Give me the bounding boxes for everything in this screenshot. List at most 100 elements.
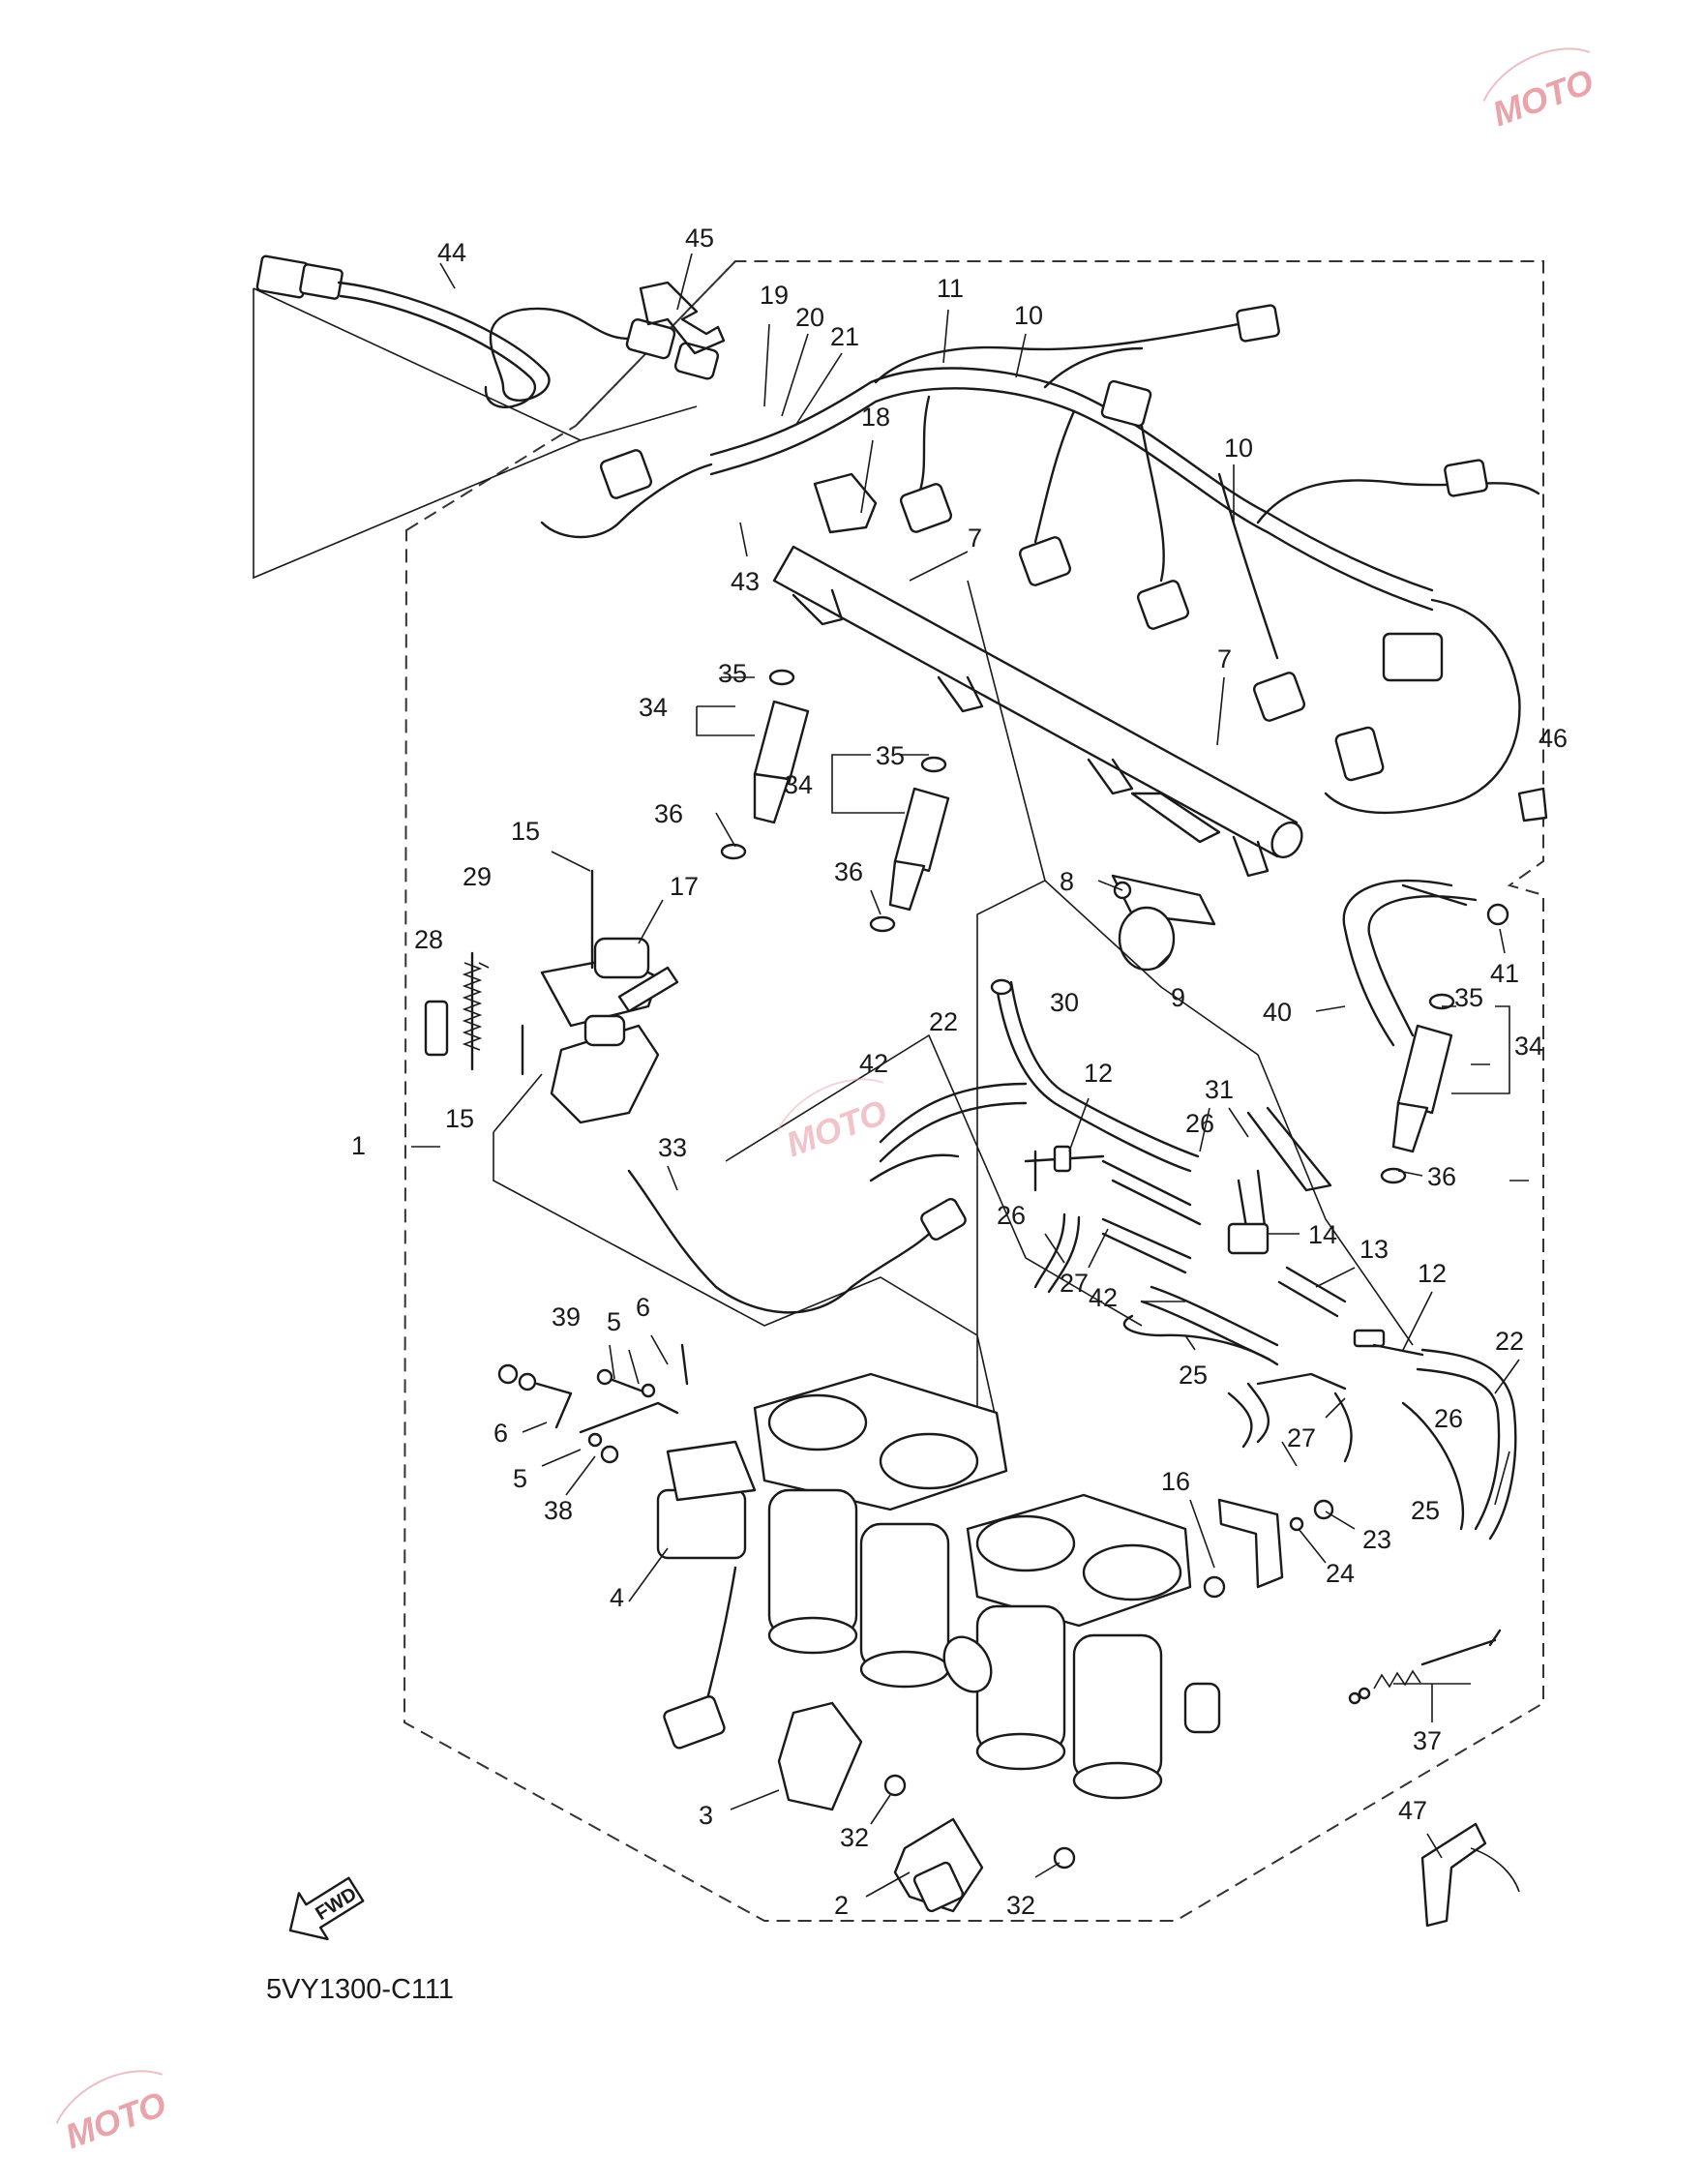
callout-6a: 6 (636, 1293, 650, 1322)
svg-text:MOTO: MOTO (781, 1092, 892, 1164)
callout-12b: 12 (1418, 1259, 1447, 1288)
callout-leaders (411, 253, 1529, 1898)
callout-10a: 10 (1014, 301, 1043, 330)
callout-1: 1 (351, 1131, 366, 1160)
vacuum-hose-set (869, 978, 1517, 1541)
fuel-injector-34a (720, 669, 810, 860)
callout-25b: 25 (1411, 1496, 1440, 1525)
callout-27b: 27 (1287, 1423, 1316, 1452)
callout-32b: 32 (1006, 1891, 1035, 1920)
callout-7b: 7 (1217, 644, 1232, 673)
sensor-2-connector (912, 1861, 965, 1913)
callout-29: 29 (463, 862, 492, 891)
callout-23: 23 (1362, 1525, 1391, 1554)
callout-8: 8 (1060, 867, 1074, 896)
callout-34a: 34 (639, 693, 668, 722)
fwd-arrow-icon: FWD (288, 1876, 365, 1941)
callout-36a: 36 (654, 799, 683, 828)
callout-15a: 15 (511, 817, 540, 846)
callout-11: 11 (937, 274, 964, 303)
callout-3: 3 (699, 1801, 713, 1830)
washer-24 (1289, 1516, 1304, 1532)
callout-44: 44 (437, 238, 466, 267)
moto-watermark-logo: MOTO (776, 1078, 892, 1164)
callout-2: 2 (834, 1891, 849, 1920)
svg-text:MOTO: MOTO (1487, 61, 1598, 134)
fuel-injector-34c (1380, 993, 1455, 1184)
svg-text:MOTO: MOTO (60, 2083, 171, 2156)
diagram-code: 5VY1300-C111 (266, 1974, 454, 2005)
callout-35a: 35 (718, 659, 747, 688)
pressure-regulator-9 (1111, 874, 1216, 972)
bracket-47 (1420, 1822, 1487, 1928)
moto-watermark-logo: MOTO (1482, 47, 1598, 134)
callout-39: 39 (552, 1302, 581, 1331)
callout-31: 31 (1205, 1075, 1234, 1104)
callout-22a: 22 (929, 1007, 958, 1036)
callout-40: 40 (1263, 998, 1292, 1027)
screw-set-37 (1348, 1629, 1502, 1705)
callout-17: 17 (670, 872, 699, 901)
callout-6b: 6 (493, 1419, 508, 1448)
throttle-cable-33 (627, 1169, 945, 1314)
callout-46: 46 (1539, 724, 1568, 753)
callout-45: 45 (685, 224, 714, 253)
callout-30: 30 (1050, 988, 1079, 1017)
callout-37: 37 (1413, 1726, 1442, 1755)
callout-24: 24 (1326, 1559, 1355, 1588)
callout-26b: 26 (997, 1201, 1026, 1230)
throttle-body-assembly (656, 1372, 1221, 1800)
callout-5b: 5 (513, 1464, 527, 1493)
callout-10b: 10 (1224, 434, 1253, 463)
callout-14: 14 (1308, 1220, 1337, 1249)
callout-7a: 7 (968, 524, 982, 553)
fuel-rail (772, 545, 1303, 878)
cable-bracket-assembly (424, 869, 679, 1124)
callout-5a: 5 (607, 1307, 621, 1336)
bolt-23 (1313, 1499, 1334, 1520)
callout-28: 28 (414, 925, 443, 954)
callout-34c: 34 (1514, 1032, 1543, 1061)
callout-12a: 12 (1084, 1059, 1113, 1088)
callout-35b: 35 (876, 741, 905, 770)
assembly-boundary (403, 260, 1544, 1922)
callout-43: 43 (731, 567, 760, 596)
callout-38: 38 (544, 1496, 573, 1525)
bracket-16 (1217, 1498, 1284, 1589)
hose-clip-41 (1486, 903, 1509, 926)
callout-20: 20 (795, 303, 824, 332)
adjuster-hardware (497, 1343, 689, 1464)
callout-27a: 27 (1060, 1269, 1089, 1298)
sensor-18 (813, 472, 878, 534)
callout-32a: 32 (840, 1823, 869, 1852)
wire-harness-10 (540, 304, 1540, 815)
callout-41: 41 (1490, 959, 1519, 988)
callout-35c: 35 (1454, 983, 1483, 1012)
throttle-position-sensor-3 (777, 1701, 863, 1811)
callout-26a: 26 (1185, 1109, 1214, 1138)
fuel-injector-34b (869, 756, 950, 933)
callout-36c: 36 (1427, 1162, 1456, 1191)
fitting-16 (1203, 1575, 1226, 1599)
callout-21: 21 (830, 322, 859, 351)
callout-15b: 15 (445, 1104, 474, 1133)
callout-36b: 36 (834, 857, 863, 886)
callout-47: 47 (1398, 1796, 1427, 1825)
clip-45 (639, 281, 726, 355)
callout-22b: 22 (1495, 1327, 1524, 1356)
callout-16: 16 (1161, 1467, 1190, 1496)
callout-34b: 34 (784, 770, 813, 799)
fuel-hose-40 (1342, 879, 1478, 1047)
part-46 (1517, 787, 1548, 823)
callout-13: 13 (1359, 1235, 1389, 1264)
callout-9: 9 (1171, 983, 1185, 1012)
callout-4: 4 (610, 1583, 624, 1612)
cable-adjuster-33 (920, 1198, 967, 1241)
callout-33: 33 (658, 1133, 687, 1162)
sub-harness-44 (255, 254, 720, 408)
harness-frame-lines (253, 287, 698, 580)
moto-watermark-logo: MOTO (55, 2070, 171, 2156)
bracket-47-wire (1470, 1847, 1520, 1893)
callout-labels: 44 45 19 20 21 11 10 10 18 43 7 7 35 34 … (351, 224, 1568, 1920)
